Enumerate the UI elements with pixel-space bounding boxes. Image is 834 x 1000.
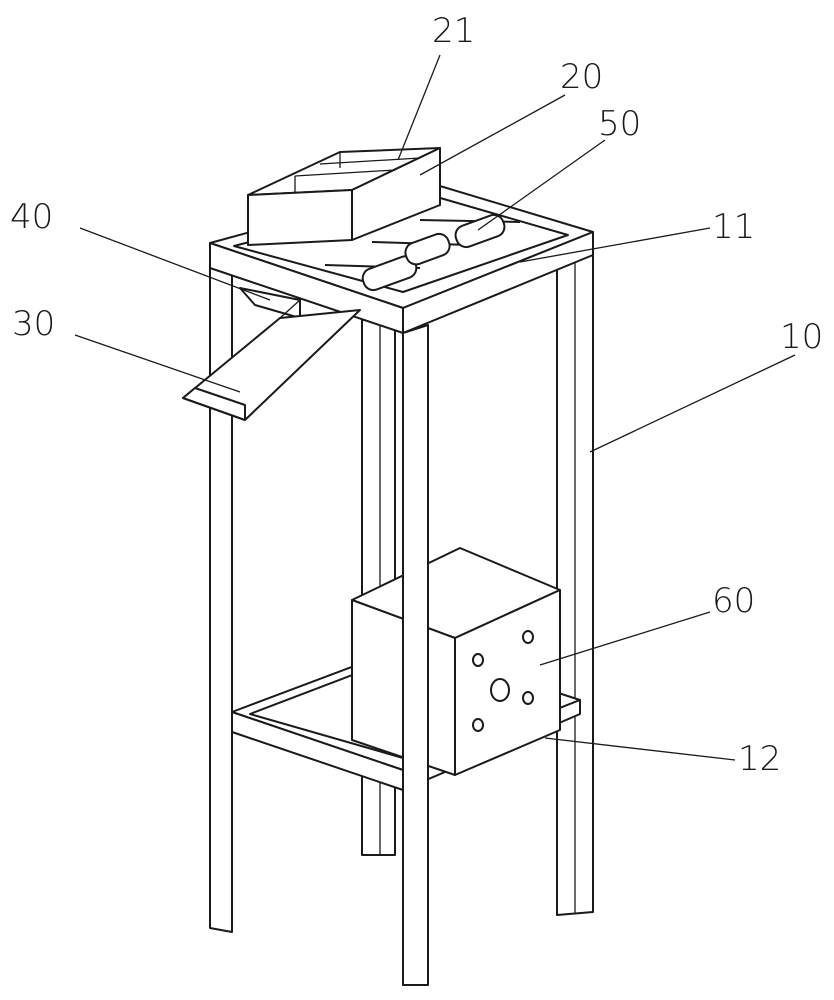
label-20: 20 [560,57,603,97]
label-10: 10 [780,317,823,357]
right-leg [557,235,593,915]
front-leg [403,325,428,985]
label-11: 11 [712,207,755,247]
label-12: 12 [738,739,781,779]
left-leg [210,245,232,932]
label-50: 50 [598,104,641,144]
label-60: 60 [712,581,755,621]
label-21: 21 [432,11,475,51]
label-40: 40 [10,197,53,237]
label-30: 30 [12,304,55,344]
